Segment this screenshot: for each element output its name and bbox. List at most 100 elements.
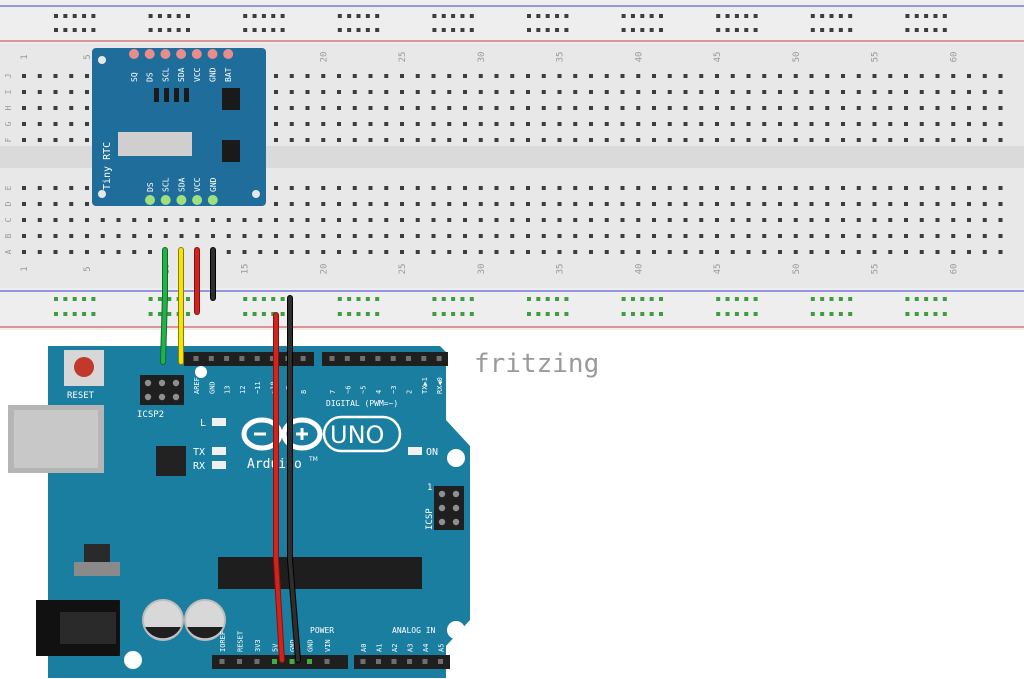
- rail-hole: [252, 28, 257, 32]
- rail-hole: [63, 14, 68, 18]
- column-number: 20: [319, 264, 329, 275]
- breadboard-hole: [604, 218, 609, 222]
- breadboard-hole: [305, 250, 310, 254]
- digital-pin: [254, 356, 260, 361]
- breadboard-hole: [825, 122, 830, 126]
- rail-hole: [914, 28, 919, 32]
- breadboard-hole: [431, 74, 436, 78]
- breadboard-hole: [604, 250, 609, 254]
- breadboard-hole: [463, 106, 467, 110]
- icsp-pin1-label: 1: [427, 483, 432, 493]
- breadboard-hole: [967, 250, 971, 254]
- breadboard-hole: [132, 250, 137, 254]
- breadboard-hole: [793, 250, 798, 254]
- breadboard-hole: [730, 106, 735, 110]
- column-number: 55: [871, 52, 881, 63]
- breadboard-hole: [53, 250, 58, 254]
- breadboard-hole: [589, 250, 593, 254]
- breadboard-hole: [541, 138, 546, 142]
- rail-hole: [157, 14, 162, 18]
- rail-hole: [555, 28, 560, 32]
- breadboard-hole: [589, 90, 593, 94]
- breadboard-hole: [841, 90, 845, 94]
- breadboard-hole: [274, 138, 278, 142]
- analog-pin-label: A1: [376, 644, 384, 652]
- breadboard-hole: [919, 74, 924, 78]
- breadboard-hole: [384, 250, 389, 254]
- breadboard-hole: [148, 218, 152, 222]
- breadboard-hole: [856, 234, 861, 238]
- breadboard-hole: [400, 90, 404, 94]
- breadboard-hole: [872, 90, 877, 94]
- rail-hole: [649, 312, 654, 316]
- column-number: 60: [949, 264, 959, 275]
- rail-hole: [280, 312, 285, 316]
- rail-hole: [640, 14, 645, 18]
- breadboard-hole: [872, 250, 877, 254]
- breadboard-hole: [384, 122, 389, 126]
- breadboard-hole: [636, 122, 641, 126]
- rail-hole: [261, 28, 266, 32]
- breadboard-hole: [510, 202, 515, 206]
- rail-hole: [536, 28, 541, 32]
- breadboard-hole: [888, 106, 893, 110]
- rail-hole: [451, 14, 456, 18]
- breadboard-hole: [22, 202, 26, 206]
- column-number: 50: [792, 264, 802, 275]
- digital-pin: [193, 356, 199, 361]
- breadboard-hole: [856, 90, 861, 94]
- rail-hole: [280, 28, 285, 32]
- breadboard-hole: [226, 250, 231, 254]
- breadboard-hole: [541, 218, 546, 222]
- uno-model-label: UNO: [330, 421, 384, 449]
- breadboard-hole: [478, 250, 483, 254]
- rtc-top-pin: [144, 49, 155, 59]
- breadboard-hole: [289, 218, 294, 222]
- breadboard-hole: [778, 138, 782, 142]
- rail-hole: [905, 14, 910, 18]
- rail-hole: [555, 312, 560, 316]
- breadboard-hole: [636, 202, 641, 206]
- l-led: [212, 418, 226, 426]
- breadboard-hole: [352, 74, 357, 78]
- column-number: 60: [949, 52, 959, 63]
- breadboard-hole: [352, 250, 357, 254]
- breadboard-hole: [211, 218, 215, 222]
- breadboard-hole: [289, 90, 294, 94]
- breadboard-hole: [762, 218, 767, 222]
- rail-hole: [54, 28, 58, 32]
- breadboard-hole: [636, 234, 641, 238]
- rail-hole: [347, 312, 352, 316]
- breadboard-hole: [573, 74, 578, 78]
- rail-hole: [716, 14, 721, 18]
- digital-pin: [329, 356, 335, 361]
- rail-hole: [734, 14, 739, 18]
- breadboard-hole: [305, 186, 310, 190]
- breadboard-hole: [967, 138, 971, 142]
- breadboard-hole: [935, 138, 940, 142]
- breadboard-hole: [337, 106, 341, 110]
- breadboard-hole: [22, 186, 26, 190]
- rail-hole: [469, 28, 474, 32]
- breadboard-hole: [69, 234, 74, 238]
- breadboard-hole: [636, 186, 641, 190]
- column-number: 35: [556, 52, 566, 63]
- breadboard-hole: [37, 138, 42, 142]
- breadboard-hole: [856, 202, 861, 206]
- breadboard-hole: [289, 202, 294, 206]
- breadboard-hole: [967, 218, 971, 222]
- breadboard-hole: [778, 234, 782, 238]
- breadboard-hole: [69, 74, 74, 78]
- breadboard-hole: [919, 90, 924, 94]
- breadboard-hole: [982, 202, 987, 206]
- breadboard-hole: [935, 186, 940, 190]
- icsp-header: 1 ICSP: [425, 483, 464, 530]
- breadboard-hole: [557, 234, 562, 238]
- rail-hole: [545, 14, 550, 18]
- analog-pin: [376, 659, 381, 664]
- rail-hole: [469, 297, 474, 301]
- breadboard-hole: [226, 218, 231, 222]
- rail-hole: [659, 28, 663, 32]
- breadboard-hole: [431, 202, 436, 206]
- breadboard-hole: [809, 90, 814, 94]
